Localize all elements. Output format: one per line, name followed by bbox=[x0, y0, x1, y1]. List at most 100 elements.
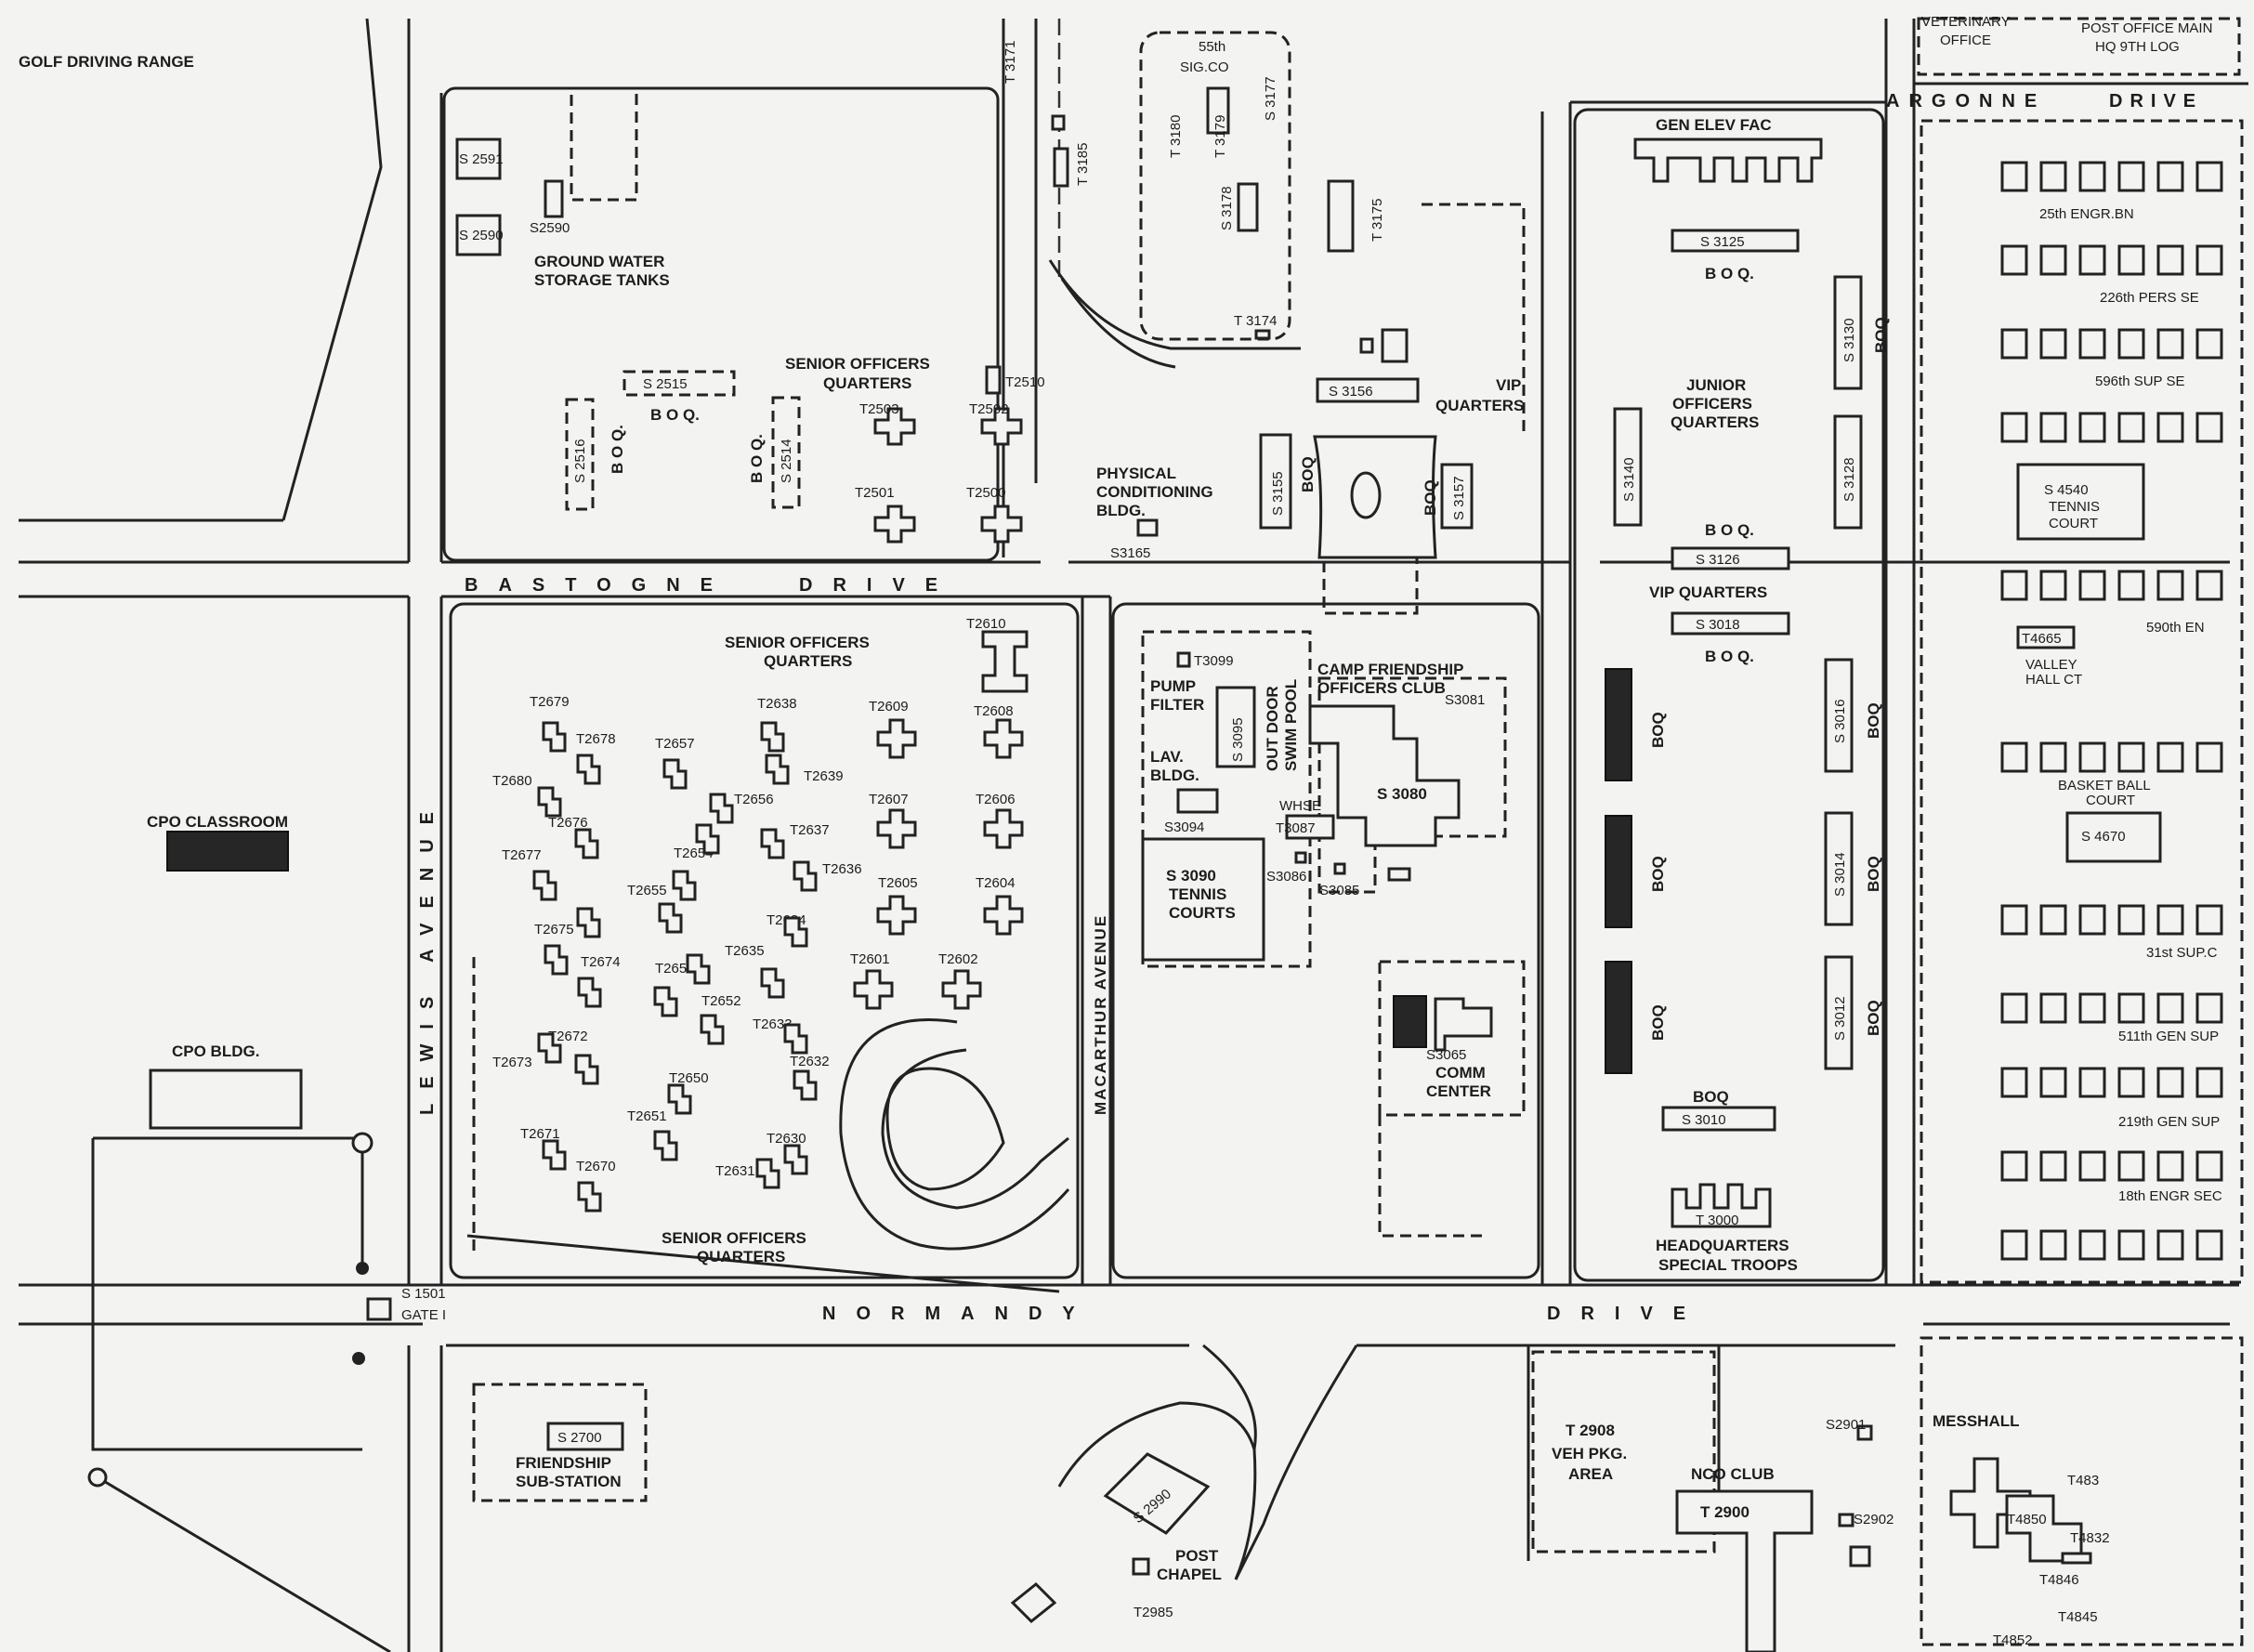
veterinary-1: VETERINARY bbox=[1921, 14, 2011, 30]
t2630-label: T2630 bbox=[767, 1131, 806, 1147]
unit-4: 590th EN bbox=[2146, 620, 2205, 636]
lav-bldg-2: BLDG. bbox=[1150, 767, 1199, 784]
t3179-label: T 3179 bbox=[1212, 115, 1228, 158]
s3085-label: S3085 bbox=[1319, 883, 1359, 898]
boq-label-m: BOQ bbox=[1865, 702, 1882, 739]
barracks-block bbox=[2000, 412, 2028, 443]
barracks-block bbox=[2117, 1067, 2145, 1098]
t2670-label: T2670 bbox=[576, 1159, 616, 1174]
t2676-label: T2676 bbox=[548, 815, 588, 831]
valley-hall-2: HALL CT bbox=[2025, 672, 2082, 688]
t2655-label: T2655 bbox=[627, 883, 667, 898]
normandy-drive-label: DRIVE bbox=[1547, 1304, 1706, 1324]
zee-building bbox=[542, 1139, 567, 1171]
s1501-label: S 1501 bbox=[401, 1286, 446, 1302]
macarthur-avenue-label: MACARTHUR AVENUE bbox=[1092, 914, 1109, 1115]
zee-building bbox=[783, 1023, 808, 1055]
argonne-drive-label: DRIVE bbox=[2109, 91, 2203, 111]
barracks-block bbox=[2039, 1229, 2067, 1261]
barracks-block bbox=[2156, 161, 2184, 192]
t2502-label: T2502 bbox=[969, 401, 1009, 417]
s3018-label: S 3018 bbox=[1696, 617, 1740, 633]
t2604-label: T2604 bbox=[976, 875, 1016, 891]
t2651-label: T2651 bbox=[627, 1108, 667, 1124]
cross-building bbox=[853, 969, 894, 1010]
boq-label-l: BOQ bbox=[1649, 1004, 1667, 1041]
s3094-label: S3094 bbox=[1164, 819, 1204, 835]
s3155-label: S 3155 bbox=[1270, 471, 1286, 516]
sig-co-label-2: SIG.CO bbox=[1180, 59, 1229, 75]
boq-label-j: BOQ bbox=[1649, 712, 1667, 748]
t2638-label: T2638 bbox=[757, 696, 797, 712]
barracks-block bbox=[2195, 992, 2223, 1024]
basket-ball-1: BASKET BALL bbox=[2058, 778, 2151, 793]
boq-label-c: B O Q. bbox=[748, 434, 766, 483]
boq-label-e: BOQ bbox=[1422, 479, 1439, 516]
boq-label-d: BOQ bbox=[1299, 456, 1317, 492]
zee-building bbox=[662, 758, 688, 790]
zee-building bbox=[783, 916, 808, 948]
barracks-block bbox=[2000, 992, 2028, 1024]
zee-building bbox=[577, 977, 602, 1008]
t3099-label: T3099 bbox=[1194, 653, 1234, 669]
t2656-label: T2656 bbox=[734, 792, 774, 807]
zee-building bbox=[544, 944, 569, 976]
barracks-block bbox=[2078, 244, 2106, 276]
zee-building bbox=[532, 870, 557, 901]
zee-building bbox=[765, 754, 790, 785]
s3065-label: S3065 bbox=[1426, 1047, 1466, 1063]
t3185-label: T 3185 bbox=[1075, 143, 1091, 186]
t3175-label: T 3175 bbox=[1369, 199, 1385, 242]
barracks-block bbox=[2195, 244, 2223, 276]
barracks-block bbox=[2078, 1067, 2106, 1098]
barracks-block bbox=[2000, 570, 2028, 601]
t2635-label: T2635 bbox=[725, 943, 765, 959]
t2639-label: T2639 bbox=[804, 768, 844, 784]
barracks-block bbox=[2156, 328, 2184, 360]
t2500-label: T2500 bbox=[966, 485, 1006, 501]
t4846-label: T4846 bbox=[2039, 1572, 2079, 1588]
cross-building bbox=[983, 718, 1024, 759]
s3126-label: S 3126 bbox=[1696, 552, 1740, 568]
barracks-block bbox=[2117, 904, 2145, 936]
senior-officers-top-2: QUARTERS bbox=[823, 374, 911, 392]
t2631-label: T2631 bbox=[715, 1163, 755, 1179]
boq-column-right: S 3016 BOQ S 3014 BOQ S 3012 BOQ BOQ S 3… bbox=[1656, 658, 1882, 1274]
vip-quarters-label: VIP QUARTERS bbox=[1649, 583, 1767, 601]
bastogne-label: BASTOGNE bbox=[465, 575, 733, 596]
t4831-label: T483 bbox=[2067, 1473, 2099, 1488]
s3016a-label: S 3016 bbox=[1832, 699, 1848, 743]
s3157-label: S 3157 bbox=[1451, 476, 1467, 520]
t2501-label: T2501 bbox=[855, 485, 895, 501]
s3090-label: S 3090 bbox=[1166, 867, 1216, 885]
barracks-block bbox=[2000, 1067, 2028, 1098]
cross-building bbox=[941, 969, 982, 1010]
t2908-label: T 2908 bbox=[1566, 1422, 1615, 1439]
barracks-block bbox=[2156, 1150, 2184, 1182]
t2601-label: T2601 bbox=[850, 951, 890, 967]
barracks-block bbox=[2117, 244, 2145, 276]
boq-label-n: BOQ bbox=[1865, 856, 1882, 892]
s2902-label: S2902 bbox=[1854, 1512, 1894, 1527]
barracks-block bbox=[2195, 741, 2223, 773]
t2510-label: T2510 bbox=[1005, 374, 1045, 390]
s3178-label: S 3178 bbox=[1219, 186, 1235, 230]
s3130-label: S 3130 bbox=[1841, 318, 1857, 362]
t2637-label: T2637 bbox=[790, 822, 830, 838]
senior-officers-top: SENIOR OFFICERS QUARTERS T2503 T2502 T25… bbox=[785, 355, 1045, 544]
boq-label-f: B O Q. bbox=[1705, 265, 1754, 282]
t3087-label: T3087 bbox=[1276, 820, 1316, 836]
ground-water-label-1: GROUND WATER bbox=[534, 253, 664, 270]
t2650-label: T2650 bbox=[669, 1070, 709, 1086]
unit-8: 18th ENGR SEC bbox=[2118, 1188, 2222, 1204]
s3095-label: S 3095 bbox=[1230, 717, 1246, 762]
barracks-block bbox=[2039, 328, 2067, 360]
veh-pkg-1: VEH PKG. bbox=[1552, 1445, 1627, 1462]
cross-building bbox=[876, 808, 917, 849]
cross-building bbox=[876, 895, 917, 936]
s2901-label: S2901 bbox=[1826, 1417, 1866, 1433]
barracks-block bbox=[2078, 412, 2106, 443]
barracks-block bbox=[2117, 412, 2145, 443]
barracks-block bbox=[2000, 904, 2028, 936]
veh-pkg-2: AREA bbox=[1568, 1465, 1613, 1483]
